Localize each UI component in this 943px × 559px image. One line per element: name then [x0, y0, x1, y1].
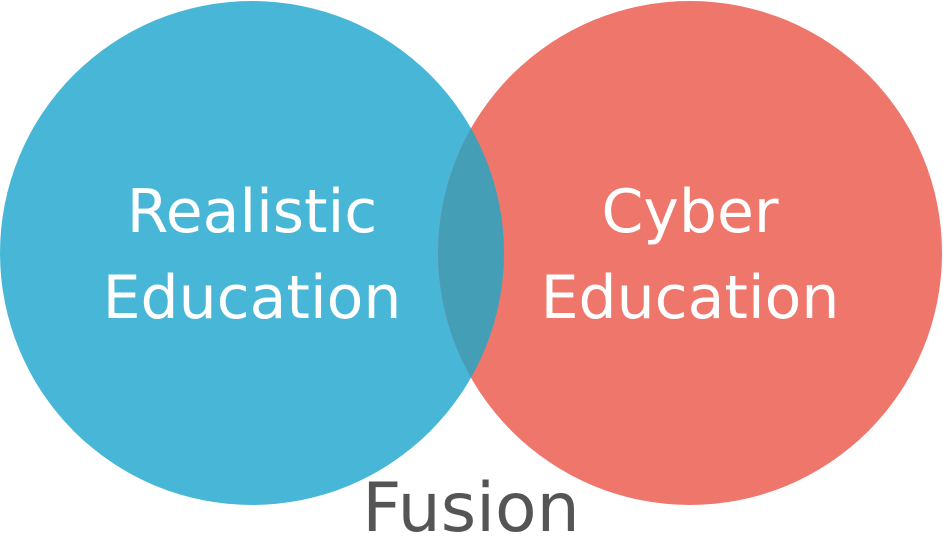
cyber-education-circle	[438, 1, 942, 505]
cyber-label-line-2: Education	[541, 263, 840, 333]
realistic-label-line-2: Education	[103, 263, 402, 333]
realistic-label-line-1: Realistic	[127, 177, 377, 247]
realistic-education-circle	[0, 1, 504, 505]
fusion-label: Fusion	[362, 469, 580, 548]
cyber-label-line-1: Cyber	[601, 177, 778, 247]
